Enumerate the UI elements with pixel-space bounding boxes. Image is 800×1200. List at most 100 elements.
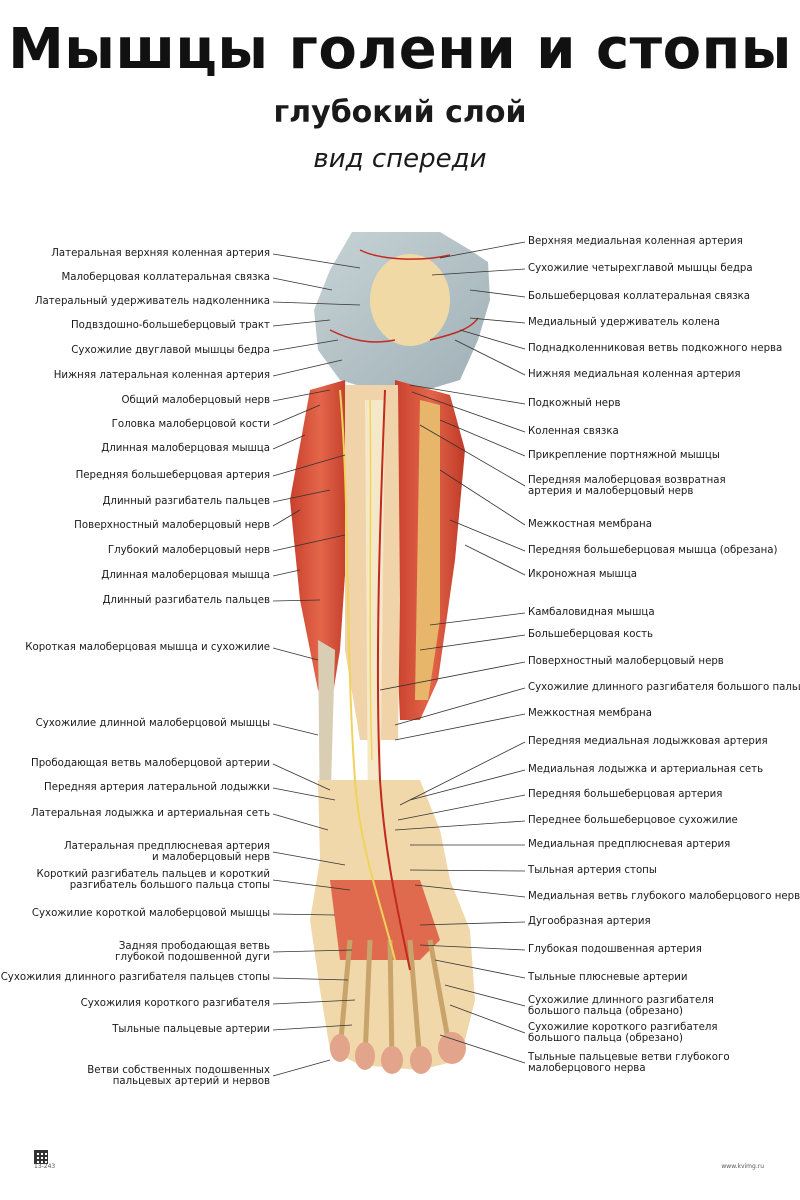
site-url: www.kvimg.ru (721, 1163, 764, 1170)
patella (370, 254, 450, 346)
leader-right-17 (394, 713, 526, 741)
leader-left-3 (272, 319, 331, 327)
leader-left-27 (272, 1059, 331, 1077)
label-left-22: Сухожилие короткой малоберцовой мышцы (31, 908, 270, 920)
poster-code: 13-243 (34, 1163, 56, 1170)
label-right-7: Коленная связка (528, 426, 619, 438)
leader-left-26 (272, 1024, 353, 1031)
leader-right-23 (409, 869, 526, 872)
leader-right-6 (409, 384, 526, 405)
label-right-19: Медиальная лодыжка и артериальная сеть (528, 764, 764, 776)
label-left-26: Тыльные пальцевые артерии (112, 1024, 270, 1036)
leader-left-22 (272, 913, 336, 916)
leader-right-24 (414, 884, 526, 898)
leader-right-16 (394, 687, 526, 726)
page-title: Мышцы голени и стопы (8, 17, 792, 82)
leader-left-0 (272, 253, 361, 269)
leader-lines (272, 241, 526, 1077)
leader-right-3 (469, 317, 526, 324)
label-left-5: Нижняя латеральная коленная артерия (53, 370, 270, 382)
label-right-25: Дугообразная артерия (528, 916, 651, 928)
label-left-19: Латеральная лодыжка и артериальная сеть (31, 808, 270, 820)
leader-left-11 (272, 509, 301, 527)
leader-left-23 (272, 949, 353, 953)
label-left-12: Глубокий малоберцовый нерв (107, 545, 270, 557)
leader-left-25 (272, 999, 356, 1005)
label-left-6: Общий малоберцовый нерв (121, 395, 270, 407)
label-right-26: Глубокая подошвенная артерия (528, 944, 702, 956)
leader-left-6 (272, 389, 331, 402)
leader-left-13 (272, 569, 301, 577)
leader-left-5 (272, 359, 343, 377)
view-caption: вид спереди (313, 144, 487, 174)
label-right-1: Сухожилие четырехглавой мышцы бедра (528, 263, 753, 275)
leader-right-27 (434, 959, 526, 979)
leader-right-26 (419, 944, 526, 951)
label-left-24: Сухожилия длинного разгибателя пальцев с… (0, 972, 270, 984)
leader-right-30 (439, 1034, 526, 1064)
label-right-22: Медиальная предплюсневая артерия (528, 839, 731, 851)
label-right-27: Тыльные плюсневые артерии (528, 972, 688, 984)
label-right-5: Нижняя медиальная коленная артерия (528, 369, 741, 381)
label-right-20: Передняя большеберцовая артерия (528, 789, 723, 801)
leader-left-14 (272, 599, 321, 602)
label-right-2: Большеберцовая коллатеральная связка (528, 291, 751, 303)
leader-left-8 (272, 434, 306, 450)
label-right-14: Большеберцовая кость (528, 629, 654, 641)
label-right-0: Верхняя медиальная коленная артерия (528, 236, 743, 248)
leader-right-1 (431, 268, 526, 276)
leader-right-8 (439, 419, 526, 457)
label-left-16: Сухожилие длинной малоберцовой мышцы (35, 718, 270, 730)
leader-right-11 (449, 519, 526, 552)
leader-right-15 (379, 661, 526, 691)
leader-right-4 (459, 329, 526, 350)
leader-left-15 (272, 647, 319, 661)
label-right-12: Икроножная мышца (528, 569, 638, 581)
leader-left-12 (272, 534, 346, 552)
leader-right-12 (464, 544, 526, 576)
leader-right-28 (444, 984, 526, 1007)
leader-right-7 (411, 391, 526, 433)
page-subtitle: глубокий слой (273, 95, 527, 130)
label-right-13: Камбаловидная мышца (528, 607, 655, 619)
label-right-21: Переднее большеберцовое сухожилие (528, 815, 738, 827)
leader-left-7 (272, 404, 321, 426)
label-left-0: Латеральная верхняя коленная артерия (51, 248, 270, 260)
leader-left-20 (272, 851, 346, 866)
label-left-14: Длинный разгибатель пальцев (102, 595, 270, 607)
leader-left-21 (272, 879, 351, 891)
label-right-3: Медиальный удерживатель колена (528, 317, 720, 329)
label-left-10: Длинный разгибатель пальцев (102, 496, 270, 508)
leader-right-20 (397, 794, 526, 821)
leader-right-29 (449, 1004, 526, 1034)
label-right-15: Поверхностный малоберцовый нерв (528, 656, 724, 668)
label-left-7: Головка малоберцовой кости (111, 419, 270, 431)
leader-left-9 (272, 454, 346, 477)
leader-left-18 (272, 787, 336, 801)
leader-right-25 (419, 921, 526, 926)
label-left-15: Короткая малоберцовая мышца и сухожилие (25, 642, 270, 654)
label-right-10: Межкостная мембрана (528, 519, 652, 531)
label-left-13: Длинная малоберцовая мышца (101, 570, 270, 582)
leader-right-13 (429, 612, 526, 626)
label-left-8: Длинная малоберцовая мышца (101, 443, 270, 455)
leader-right-2 (469, 289, 526, 298)
label-left-18: Передняя артерия латеральной лодыжки (44, 782, 270, 794)
leader-left-10 (272, 489, 331, 503)
leader-right-9 (419, 424, 526, 487)
leader-left-24 (272, 977, 349, 981)
label-right-6: Подкожный нерв (528, 398, 621, 410)
leader-right-18 (399, 741, 526, 806)
vessels-and-nerves (339, 389, 411, 971)
label-left-25: Сухожилия короткого разгибателя (80, 998, 270, 1010)
leader-left-2 (272, 301, 361, 306)
label-left-1: Малоберцовая коллатеральная связка (61, 272, 270, 284)
label-right-24: Медиальная ветвь глубокого малоберцового… (528, 891, 800, 903)
leader-right-10 (439, 469, 526, 526)
